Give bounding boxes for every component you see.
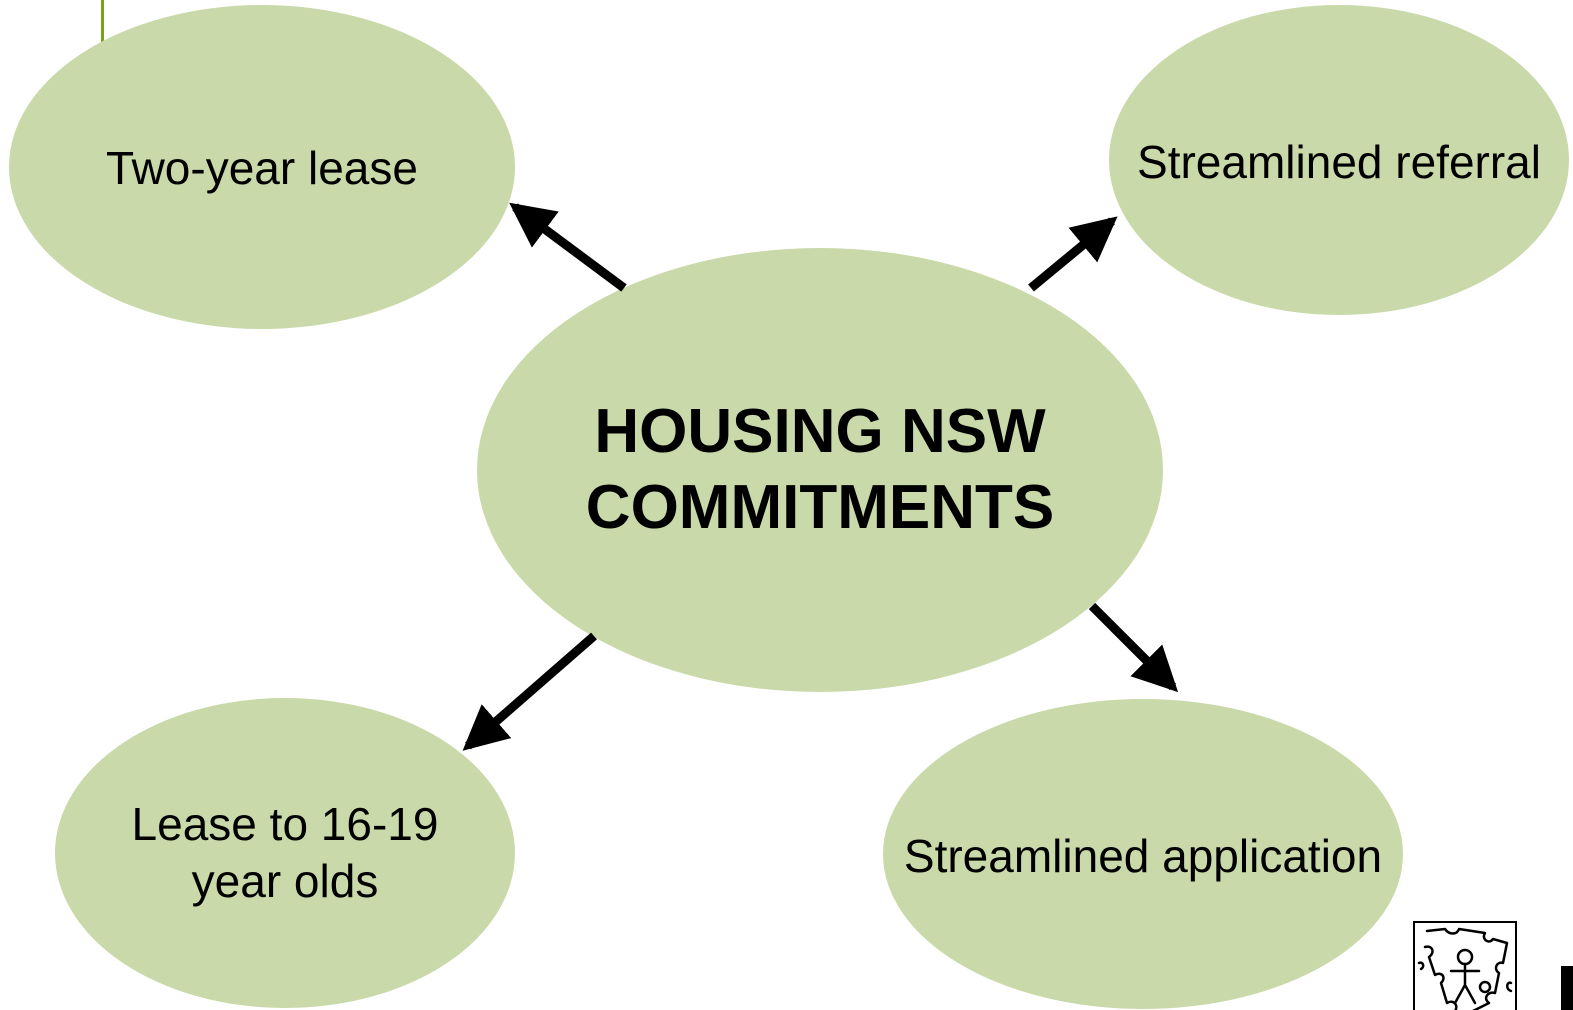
node-ellipse-streamlined-referral <box>1109 5 1569 315</box>
center-label: HOUSING NSW COMMITMENTS <box>520 392 1120 548</box>
corner-block <box>1561 966 1573 1010</box>
puzzle-people-graphic <box>1417 927 1513 1010</box>
node-ellipse-streamlined-application <box>883 699 1403 1009</box>
node-ellipse-lease-16-19 <box>55 698 515 1008</box>
center-label-text: HOUSING NSW COMMITMENTS <box>585 397 1055 542</box>
arrow-to-streamlined-referral <box>1028 216 1118 292</box>
puzzle-people-icon <box>1413 921 1517 1010</box>
arrow-to-streamlined-application <box>1088 602 1179 693</box>
node-ellipse-two-year-lease <box>9 5 515 329</box>
accent-line <box>101 0 104 42</box>
node-label-streamlined-application: Streamlined application <box>884 798 1402 914</box>
node-label-text: Streamlined referral <box>1137 135 1541 188</box>
node-label-text: Two-year lease <box>106 141 418 194</box>
center-ellipse <box>477 248 1163 692</box>
node-label-lease-16-19: Lease to 16-19 year olds <box>70 795 500 911</box>
node-label-text: Streamlined application <box>903 829 1383 882</box>
node-label-streamlined-referral: Streamlined referral <box>1112 104 1566 220</box>
arrow-to-lease-16-19 <box>462 632 597 751</box>
arrow-to-two-year-lease <box>509 202 627 292</box>
node-label-text: Lease to 16-19 year olds <box>131 798 439 907</box>
node-label-two-year-lease: Two-year lease <box>40 110 484 226</box>
